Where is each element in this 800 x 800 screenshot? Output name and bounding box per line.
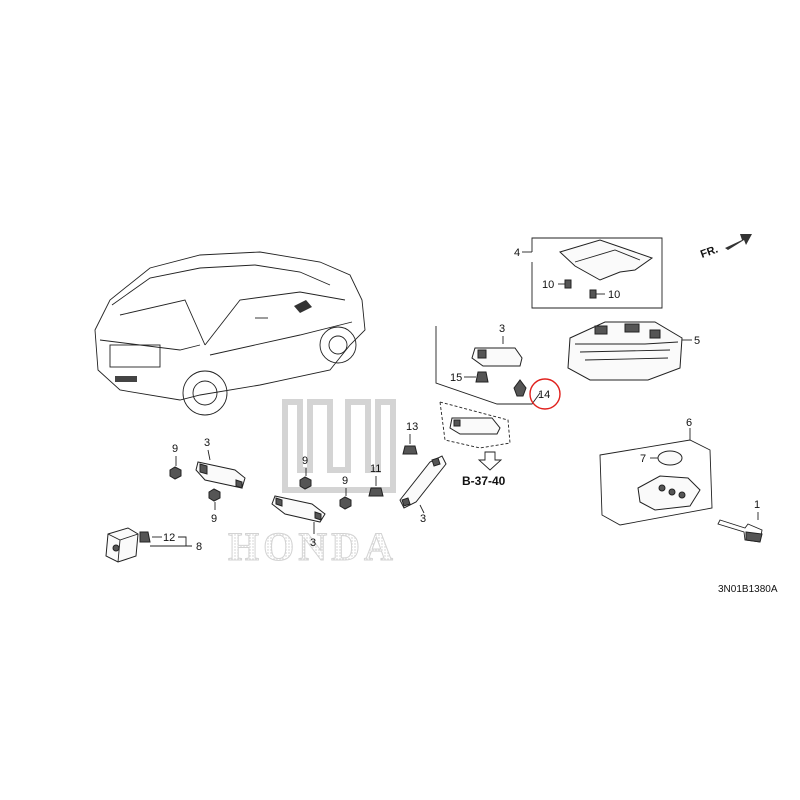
nut-9d: [339, 496, 352, 510]
part-4-group[interactable]: 4 10 10: [514, 237, 663, 309]
reference-label[interactable]: B-37-40: [462, 474, 506, 488]
front-direction-indicator: FR.: [699, 234, 752, 261]
callout-9b: 9: [211, 513, 217, 525]
callout-13: 13: [406, 421, 418, 433]
antenna-part-3d: [399, 455, 447, 509]
callout-7: 7: [640, 453, 646, 465]
watermark-text: HONDA: [228, 524, 397, 569]
antenna-part-3c: [271, 495, 326, 523]
battery-part-7: [657, 450, 683, 466]
nut-9b: [208, 488, 221, 502]
bolt-10a: [564, 279, 572, 289]
callout-8: 8: [196, 541, 202, 553]
clip-13: [402, 445, 418, 455]
part-8-group[interactable]: 12 8: [105, 527, 202, 563]
callout-9d: 9: [342, 475, 348, 487]
clip-12: [139, 531, 151, 543]
diagram-code: 3N01B1380A: [718, 584, 778, 595]
callout-9a: 9: [172, 443, 178, 455]
callout-9c: 9: [302, 455, 308, 467]
callout-3a: 3: [499, 323, 505, 335]
callout-3d: 3: [420, 513, 426, 525]
callout-10b: 10: [608, 289, 620, 301]
reference-arrow-icon: [477, 451, 503, 471]
callout-14-highlight: [529, 378, 561, 410]
part-3-middle-group[interactable]: 9 3 9: [271, 455, 352, 549]
part-6-group[interactable]: 6 7: [599, 417, 713, 526]
callout-3b: 3: [204, 437, 210, 449]
clip-15: [475, 371, 489, 383]
module-part-8: [105, 527, 139, 563]
nut-9a: [169, 466, 182, 480]
callout-11: 11: [370, 463, 381, 475]
bracket-part-4: [559, 239, 654, 281]
direction-label: FR.: [699, 243, 720, 260]
part-3-right-group[interactable]: 11 13 3: [368, 421, 447, 525]
part-5-group[interactable]: 5: [567, 321, 700, 381]
bolt-10b: [589, 289, 597, 299]
clip-14: [513, 379, 527, 397]
callout-15: 15: [450, 372, 462, 384]
callout-3c: 3: [310, 537, 316, 549]
part-3-upper-group[interactable]: 3 15 14: [435, 323, 561, 410]
callout-14: 14: [538, 389, 550, 401]
callout-1: 1: [754, 499, 760, 511]
part-3-left-group[interactable]: 3 9 9: [169, 437, 246, 525]
callout-12: 12: [163, 532, 175, 544]
nut-9c: [299, 476, 312, 490]
front-arrow-icon: [725, 234, 752, 250]
reference-group[interactable]: B-37-40: [439, 401, 511, 488]
honda-logo-watermark: HONDA: [228, 399, 397, 570]
callout-6: 6: [686, 417, 692, 429]
callout-10a: 10: [542, 279, 554, 291]
vehicle-illustration: [94, 251, 366, 416]
callout-5: 5: [694, 335, 700, 347]
clip-11: [368, 487, 384, 497]
callout-4: 4: [514, 247, 520, 259]
part-1-group[interactable]: 1: [717, 499, 763, 543]
